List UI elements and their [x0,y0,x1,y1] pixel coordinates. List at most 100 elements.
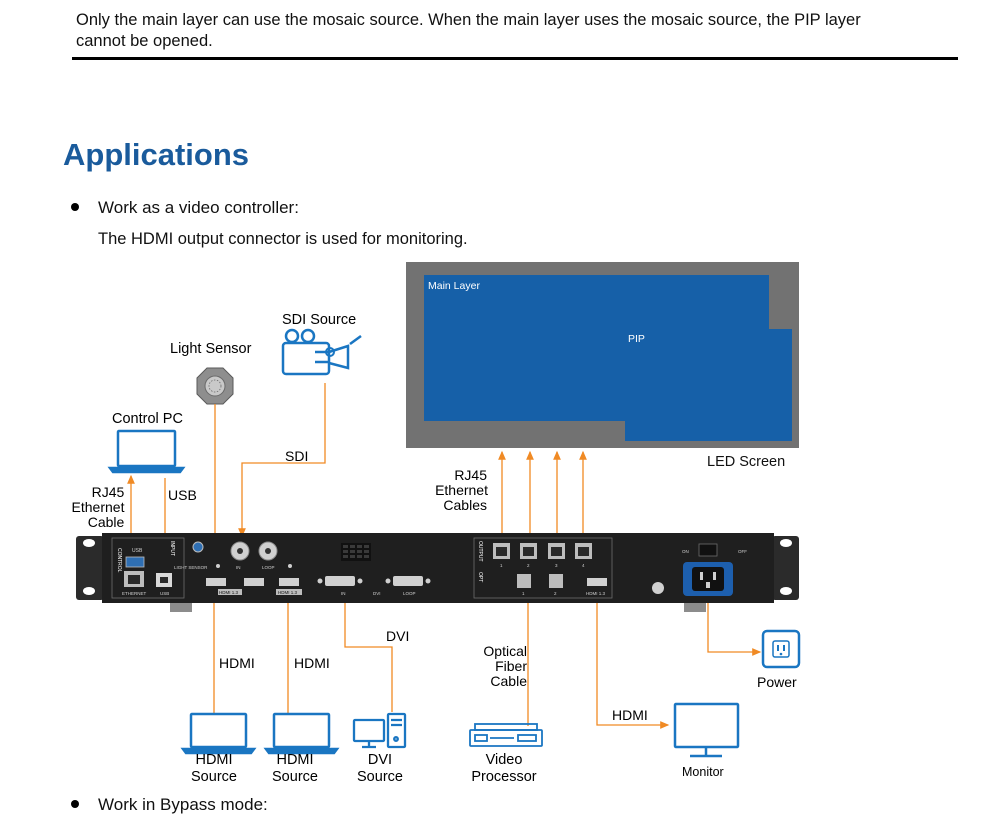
main-layer-label: Main Layer [428,280,480,292]
hdmi-out-label: HDMI [612,707,648,723]
opt-num-2: 2 [554,591,557,596]
svg-text:Cable: Cable [88,514,125,530]
video-processor-line2: Processor [471,769,536,785]
svg-text:RJ45: RJ45 [454,467,487,483]
hdmi-in-tag: HDMI 1.3 [219,590,239,595]
on-tag: ON [682,549,689,554]
power-outlet-icon [761,629,801,669]
bullet-bypass-mode: Work in Bypass mode: [98,795,268,814]
opt-tag: OPT [477,572,483,582]
laptop-icon [263,712,340,755]
hdmi-source-1-line2: Source [191,769,237,785]
svg-text:Fiber: Fiber [495,658,527,674]
power-line [707,597,762,656]
usb-label: USB [168,487,197,503]
output-tag: OUTPUT [477,541,483,562]
light-sensor-tag: LIGHT SENSOR [174,565,208,570]
monitor-icon [673,702,740,758]
hdmi-13-port [279,578,299,586]
vent-grille-holes [343,545,369,558]
intro-line-2: cannot be opened. [76,32,213,50]
rj45-right-label: RJ45 Ethernet Cables [435,467,488,513]
hdmi-source-1-line1: HDMI [195,752,232,768]
dvi-in-tag: IN [341,591,346,596]
opt-num-1: 1 [522,591,525,596]
hdmi-output-port [587,578,607,586]
sdi-label: SDI [285,448,308,464]
light-sensor-icon [196,367,234,405]
port-num-4: 4 [582,563,585,568]
dvi-in-port [325,576,355,586]
port-num-1: 1 [500,563,503,568]
off-tag: OFF [738,549,747,554]
hdmi-out-line [596,592,670,729]
video-processor-icon [469,723,543,747]
light-sensor-line [202,404,216,551]
dvi-line [341,588,393,712]
section-divider [72,57,958,60]
mount-hole-icon [780,539,792,547]
control-tag: CONTROL [116,548,122,573]
svg-text:Cable: Cable [490,673,527,689]
mount-hole-icon [83,539,95,547]
dvi-tag: DVI [373,591,381,596]
hdmi-out-tag: HDMI 1.3 [586,591,606,596]
device-foot [170,603,192,612]
vent-grille [341,543,371,561]
section-heading: Applications [63,137,250,172]
intro-text: Only the main layer can use the mosaic s… [76,10,956,52]
mount-hole-icon [83,587,95,595]
port-num-3: 3 [555,563,558,568]
light-sensor-label: Light Sensor [170,341,252,357]
usb-top-tag: USB [132,548,143,554]
svg-text:Ethernet: Ethernet [72,499,125,515]
ground-terminal-icon [652,582,664,594]
laptop-icon [180,712,257,755]
ethernet-tag: ETHERNET [122,591,147,596]
optical-port-1 [517,574,531,588]
light-sensor-port [192,541,204,553]
laptop-icon [107,429,186,474]
svg-text:RJ45: RJ45 [92,484,125,500]
hdmi-13-tag: HDMI 1.3 [278,590,298,595]
monitor-label: Monitor [682,765,724,779]
bullet-icon [71,203,79,211]
desktop-computer-icon [352,712,407,749]
intro-line-1: Only the main layer can use the mosaic s… [76,11,861,29]
camera-icon [281,328,362,376]
optical-port-2 [549,574,563,588]
dvi-source-line1: DVI [368,752,392,768]
hdmi-source-2-line1: HDMI [276,752,313,768]
dvi-loop-tag: LOOP [403,591,416,596]
svg-text:Cables: Cables [443,497,487,513]
usb-bottom-tag: USB [160,591,169,596]
mount-hole-icon [780,587,792,595]
control-pc-label: Control PC [112,411,183,427]
hdmi-label-2: HDMI [294,655,330,671]
usb-a-port [125,556,145,568]
control-section [111,537,185,599]
svg-text:Ethernet: Ethernet [435,482,488,498]
led-screen-label: LED Screen [707,454,785,470]
rack-mount-left [76,536,104,600]
monitoring-note: The HDMI output connector is used for mo… [98,230,468,248]
sdi-source-label: SDI Source [282,312,356,328]
rj45-left-label: RJ45 Ethernet Cable [72,484,125,530]
hdmi-source-2-line2: Source [272,769,318,785]
device-foot [684,603,706,612]
pip-label: PIP [628,333,645,345]
sdi-in-tag: IN [236,565,241,570]
pip-layer [625,329,792,441]
video-processor-line1: Video [486,752,523,768]
port-num-2: 2 [527,563,530,568]
source-labels: HDMI Source HDMI Source DVI Source Video… [191,752,537,785]
svg-text:Optical: Optical [483,643,527,659]
sdi-loop-tag: LOOP [262,565,275,570]
rack-mount-right [772,536,799,600]
hdmi-label-1: HDMI [219,655,255,671]
power-switch [698,543,718,557]
dvi-loop-port [393,576,423,586]
hdmi-in-port [206,578,226,586]
dvi-source-line2: Source [357,769,403,785]
